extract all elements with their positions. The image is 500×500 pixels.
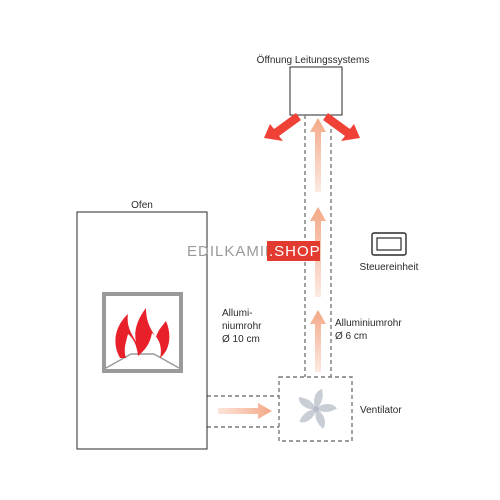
control-unit-icon xyxy=(371,232,407,256)
outlet-arrow-left xyxy=(264,113,301,141)
vertical-duct xyxy=(304,115,332,377)
flame-icon xyxy=(115,308,170,358)
outlet-arrow-right xyxy=(323,113,360,141)
fan-label: Ventilator xyxy=(360,405,402,416)
outlet-box xyxy=(289,66,343,116)
outlet-label: Öffnung Leitungssystems xyxy=(257,54,370,66)
watermark-right: .SHOP xyxy=(269,243,321,260)
pipe-large-label-3: Ø 10 cm xyxy=(222,334,260,345)
pipe-large-label-1: Allumi- xyxy=(222,308,253,319)
outlet-arrows xyxy=(264,113,360,141)
pipe-small-label-2: Ø 6 cm xyxy=(335,331,367,342)
airflow-arrow-up-1 xyxy=(310,310,326,372)
control-unit-label: Steuereinheit xyxy=(360,262,419,273)
pipe-small-label-1: Alluminiumrohr xyxy=(335,318,402,329)
stove-label: Ofen xyxy=(131,200,153,211)
stove-floor-lines xyxy=(105,353,180,369)
watermark-right-bg xyxy=(267,241,320,261)
fan-icon xyxy=(298,389,337,429)
watermark: EDILKAMIN .SHOP xyxy=(187,241,321,261)
watermark-left: EDILKAMIN xyxy=(187,243,277,260)
pipe-large-label-2: niumrohr xyxy=(222,321,262,332)
horizontal-duct xyxy=(207,395,279,428)
airflow-arrow-right xyxy=(218,403,272,419)
airflow-arrow-up-3 xyxy=(310,118,326,192)
